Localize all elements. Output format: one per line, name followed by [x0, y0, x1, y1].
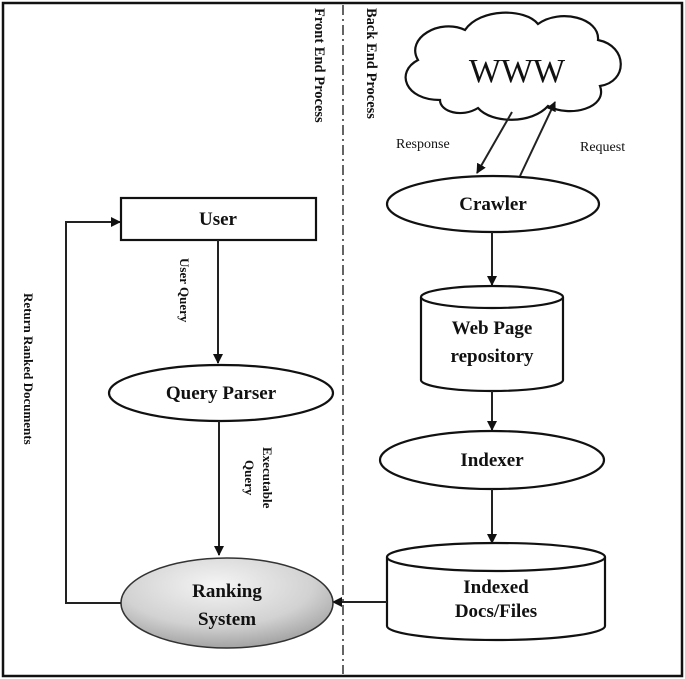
indexed-docs-label-line2: Docs/Files: [455, 601, 537, 622]
query-parser-node: Query Parser: [107, 363, 335, 423]
crawler-node: Crawler: [385, 174, 601, 234]
response-arrow: [476, 111, 513, 174]
indexer-node: Indexer: [378, 429, 606, 491]
response-label: Response: [396, 137, 450, 152]
return-ranked-label: Return Ranked Documents: [21, 293, 36, 445]
user-query-label: User Query: [177, 258, 192, 323]
ranking-system-node: Ranking System: [120, 557, 334, 649]
back-end-process-label: Back End Process: [363, 8, 379, 119]
user-node: User: [119, 196, 318, 242]
www-cloud: WWW: [404, 11, 622, 121]
request-label: Request: [580, 140, 625, 155]
executable-label-line2: Query: [242, 460, 257, 496]
query-parser-label: Query Parser: [166, 383, 277, 404]
ranking-label-line1: Ranking: [192, 581, 262, 602]
executable-label-line1: Executable: [260, 447, 275, 509]
front-end-process-label: Front End Process: [311, 8, 327, 123]
indexed-docs-label-line1: Indexed: [463, 577, 529, 598]
ranking-label-line2: System: [198, 609, 256, 630]
repository-label-line2: repository: [450, 346, 534, 367]
www-label: WWW: [469, 53, 566, 90]
user-label: User: [199, 209, 238, 230]
request-arrow: [519, 101, 556, 177]
indexer-label: Indexer: [460, 450, 524, 471]
web-page-repository-node: Web Page repository: [419, 284, 565, 393]
repository-label-line1: Web Page: [452, 318, 533, 339]
indexed-docs-node: Indexed Docs/Files: [385, 541, 607, 642]
crawler-label: Crawler: [459, 194, 527, 215]
return-ranked-arrow: [65, 217, 121, 604]
